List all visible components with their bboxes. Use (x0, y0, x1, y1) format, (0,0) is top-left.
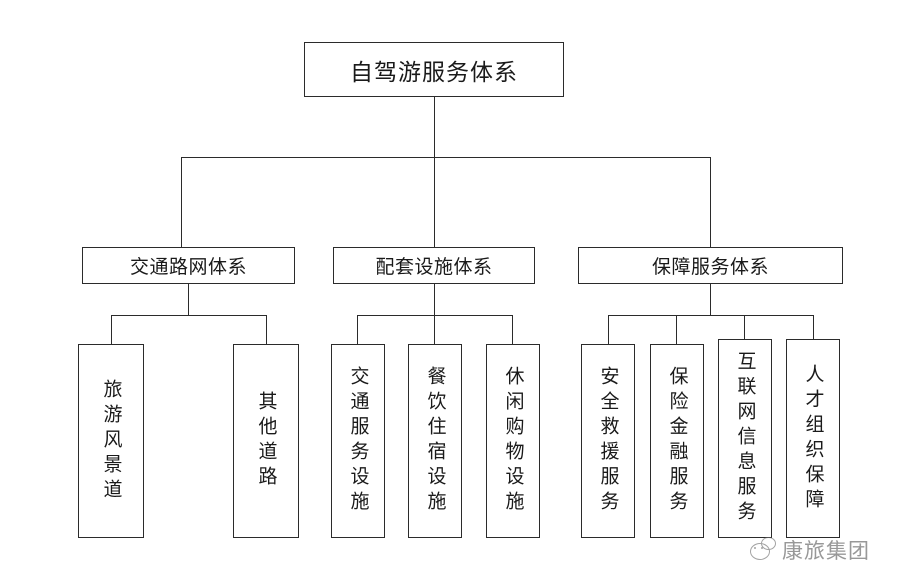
connector-branch-1-stem (188, 284, 189, 315)
node-branch-3-child-3-label: 互联网信息服务 (734, 351, 757, 526)
node-branch-3-child-4[interactable]: 人才组织保障 (786, 339, 840, 538)
node-branch-1-label: 交通路网体系 (129, 256, 247, 278)
node-branch-1-child-1-label: 旅游风景道 (100, 378, 123, 504)
node-branch-3-child-1-label: 安全救援服务 (597, 366, 620, 516)
node-branch-1[interactable]: 交通路网体系 (82, 247, 295, 284)
node-branch-1-child-1[interactable]: 旅游风景道 (78, 344, 144, 538)
node-branch-2-child-3[interactable]: 休闲购物设施 (486, 344, 540, 538)
connector-branch-2-child-3 (512, 315, 513, 344)
connector-branch-1-child-2 (266, 315, 267, 344)
watermark-label: 康旅集团 (782, 539, 870, 563)
node-branch-1-child-2[interactable]: 其他道路 (233, 344, 299, 538)
node-branch-2-child-2[interactable]: 餐饮住宿设施 (408, 344, 462, 538)
connector-branch-2-child-1 (357, 315, 358, 344)
wechat-icon (750, 537, 776, 563)
node-branch-2-child-1-label: 交通服务设施 (347, 366, 370, 516)
node-branch-2-label: 配套设施体系 (375, 256, 493, 278)
node-branch-2-child-1[interactable]: 交通服务设施 (331, 344, 385, 538)
node-branch-3-child-2[interactable]: 保险金融服务 (650, 344, 704, 538)
connector-branch-3-child-3 (744, 315, 745, 344)
watermark: 康旅集团 (750, 535, 870, 565)
connector-bus-to-branch-1 (181, 157, 182, 247)
node-branch-3-child-3[interactable]: 互联网信息服务 (718, 339, 772, 538)
node-branch-3[interactable]: 保障服务体系 (578, 247, 843, 284)
connector-branch-3-stem (710, 284, 711, 315)
node-branch-3-child-4-label: 人才组织保障 (802, 363, 825, 514)
connector-branch-1-child-1 (111, 315, 112, 344)
node-branch-2-child-3-label: 休闲购物设施 (502, 366, 525, 516)
connector-branch-2-stem (434, 284, 435, 315)
node-branch-2-child-2-label: 餐饮住宿设施 (424, 366, 447, 516)
connector-branch-3-child-1 (608, 315, 609, 344)
connector-bus-to-branch-3 (710, 157, 711, 247)
node-root[interactable]: 自驾游服务体系 (304, 42, 564, 97)
connector-branch-3-child-2 (676, 315, 677, 344)
connector-branch-3-child-4 (813, 315, 814, 344)
connector-branch-2-child-2 (434, 315, 435, 344)
connector-branch-3-bus (608, 315, 813, 316)
connector-bus-to-branch-2 (434, 157, 435, 247)
connector-main-bus (181, 157, 710, 158)
node-branch-1-child-2-label: 其他道路 (255, 391, 278, 491)
node-branch-3-child-2-label: 保险金融服务 (666, 366, 689, 516)
node-root-label: 自驾游服务体系 (350, 59, 518, 86)
connector-root-stem (434, 97, 435, 157)
node-branch-2[interactable]: 配套设施体系 (333, 247, 535, 284)
node-branch-3-child-1[interactable]: 安全救援服务 (581, 344, 635, 538)
connector-branch-1-bus (111, 315, 266, 316)
node-branch-3-label: 保障服务体系 (651, 256, 769, 278)
